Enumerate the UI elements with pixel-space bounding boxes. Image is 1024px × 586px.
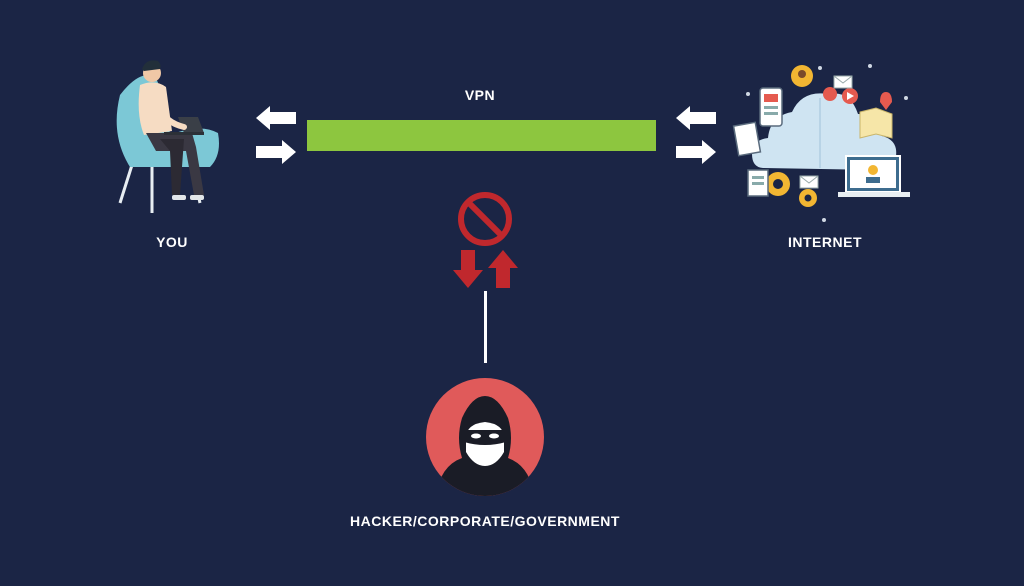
- connector-line: [484, 291, 487, 363]
- up-arrow-icon: [488, 250, 518, 288]
- person-on-chair-icon: [116, 60, 219, 213]
- left-arrow-icon: [256, 106, 296, 130]
- right-arrow-icon: [676, 140, 716, 164]
- internet-label: INTERNET: [788, 234, 862, 250]
- hacker-label: HACKER/CORPORATE/GOVERNMENT: [350, 513, 620, 529]
- right-arrow-icon: [256, 140, 296, 164]
- blocked-icon: [458, 192, 512, 246]
- vpn-label: VPN: [464, 87, 496, 103]
- hooded-hacker-icon: [426, 378, 544, 496]
- cloud-network-icon: [732, 64, 910, 222]
- you-label: YOU: [156, 234, 188, 250]
- left-arrow-icon: [676, 106, 716, 130]
- down-arrow-icon: [453, 250, 483, 288]
- vpn-tunnel-bar: [307, 120, 656, 151]
